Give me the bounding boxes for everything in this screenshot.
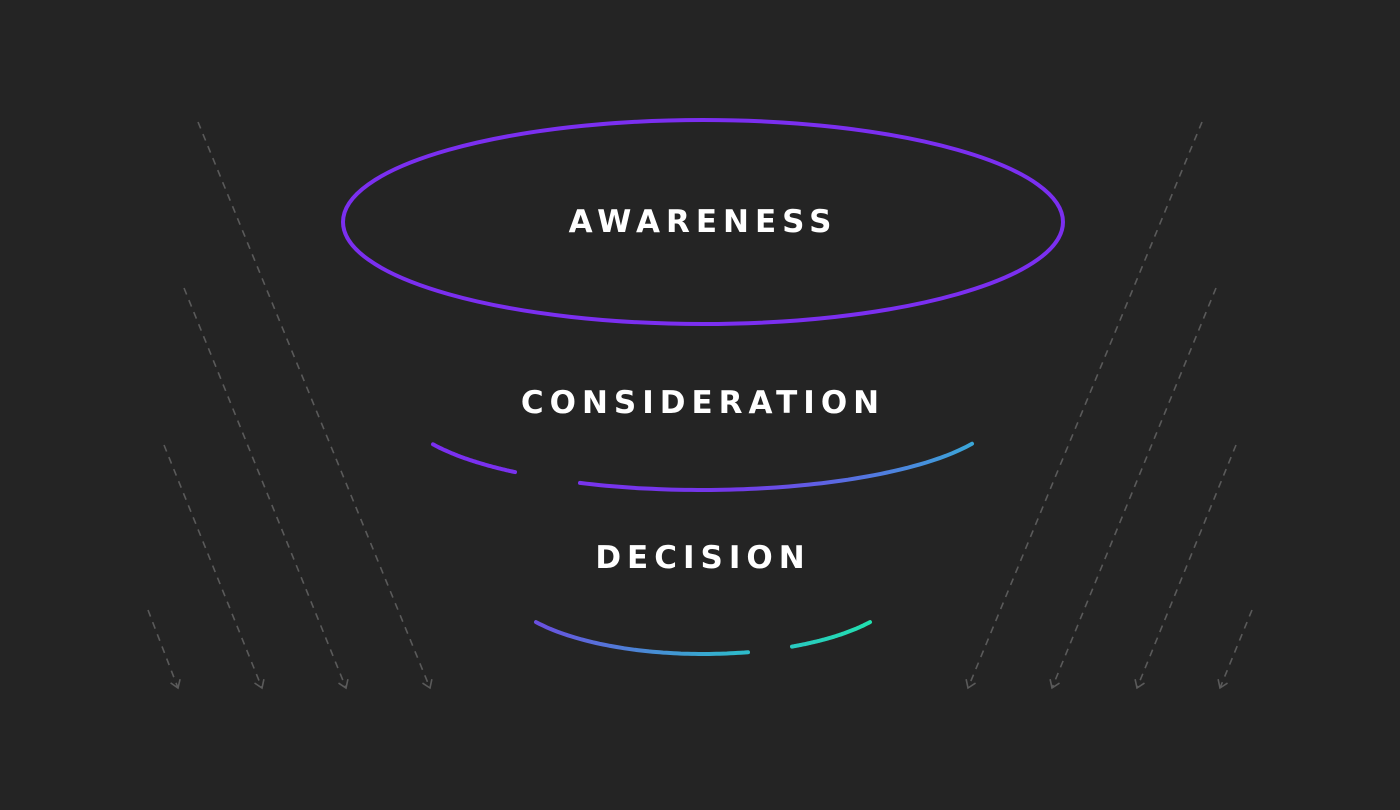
dashed-line	[967, 121, 1203, 689]
arrowhead-icon	[965, 679, 976, 690]
consideration-arc-right	[578, 441, 974, 492]
arrowhead-icon	[1217, 679, 1228, 690]
decision-arc-right	[790, 620, 872, 649]
dashed-line	[163, 444, 263, 689]
awareness-ellipse	[341, 118, 1065, 326]
arrowhead-icon	[422, 679, 433, 690]
consideration-arc-left	[431, 442, 517, 475]
arrowhead-icon	[338, 679, 349, 690]
dashed-line	[183, 287, 347, 689]
dashed-line	[1219, 609, 1253, 689]
dashed-line	[1051, 287, 1217, 689]
arrowhead-icon	[254, 679, 265, 690]
arrowhead-icon	[170, 679, 181, 690]
arrowhead-icon	[1134, 679, 1145, 690]
funnel-arcs	[431, 441, 974, 656]
stage-consideration: CONSIDERATION	[520, 385, 886, 421]
arrowhead-icon	[1049, 679, 1060, 690]
stage-decision: DECISION	[595, 540, 811, 576]
dashed-line	[147, 609, 179, 689]
dashed-line	[1136, 444, 1237, 689]
dashed-arrows	[147, 121, 1253, 690]
decision-arc-left	[534, 620, 750, 656]
dashed-line	[197, 121, 431, 689]
stage-awareness: AWARENESS	[568, 204, 838, 240]
